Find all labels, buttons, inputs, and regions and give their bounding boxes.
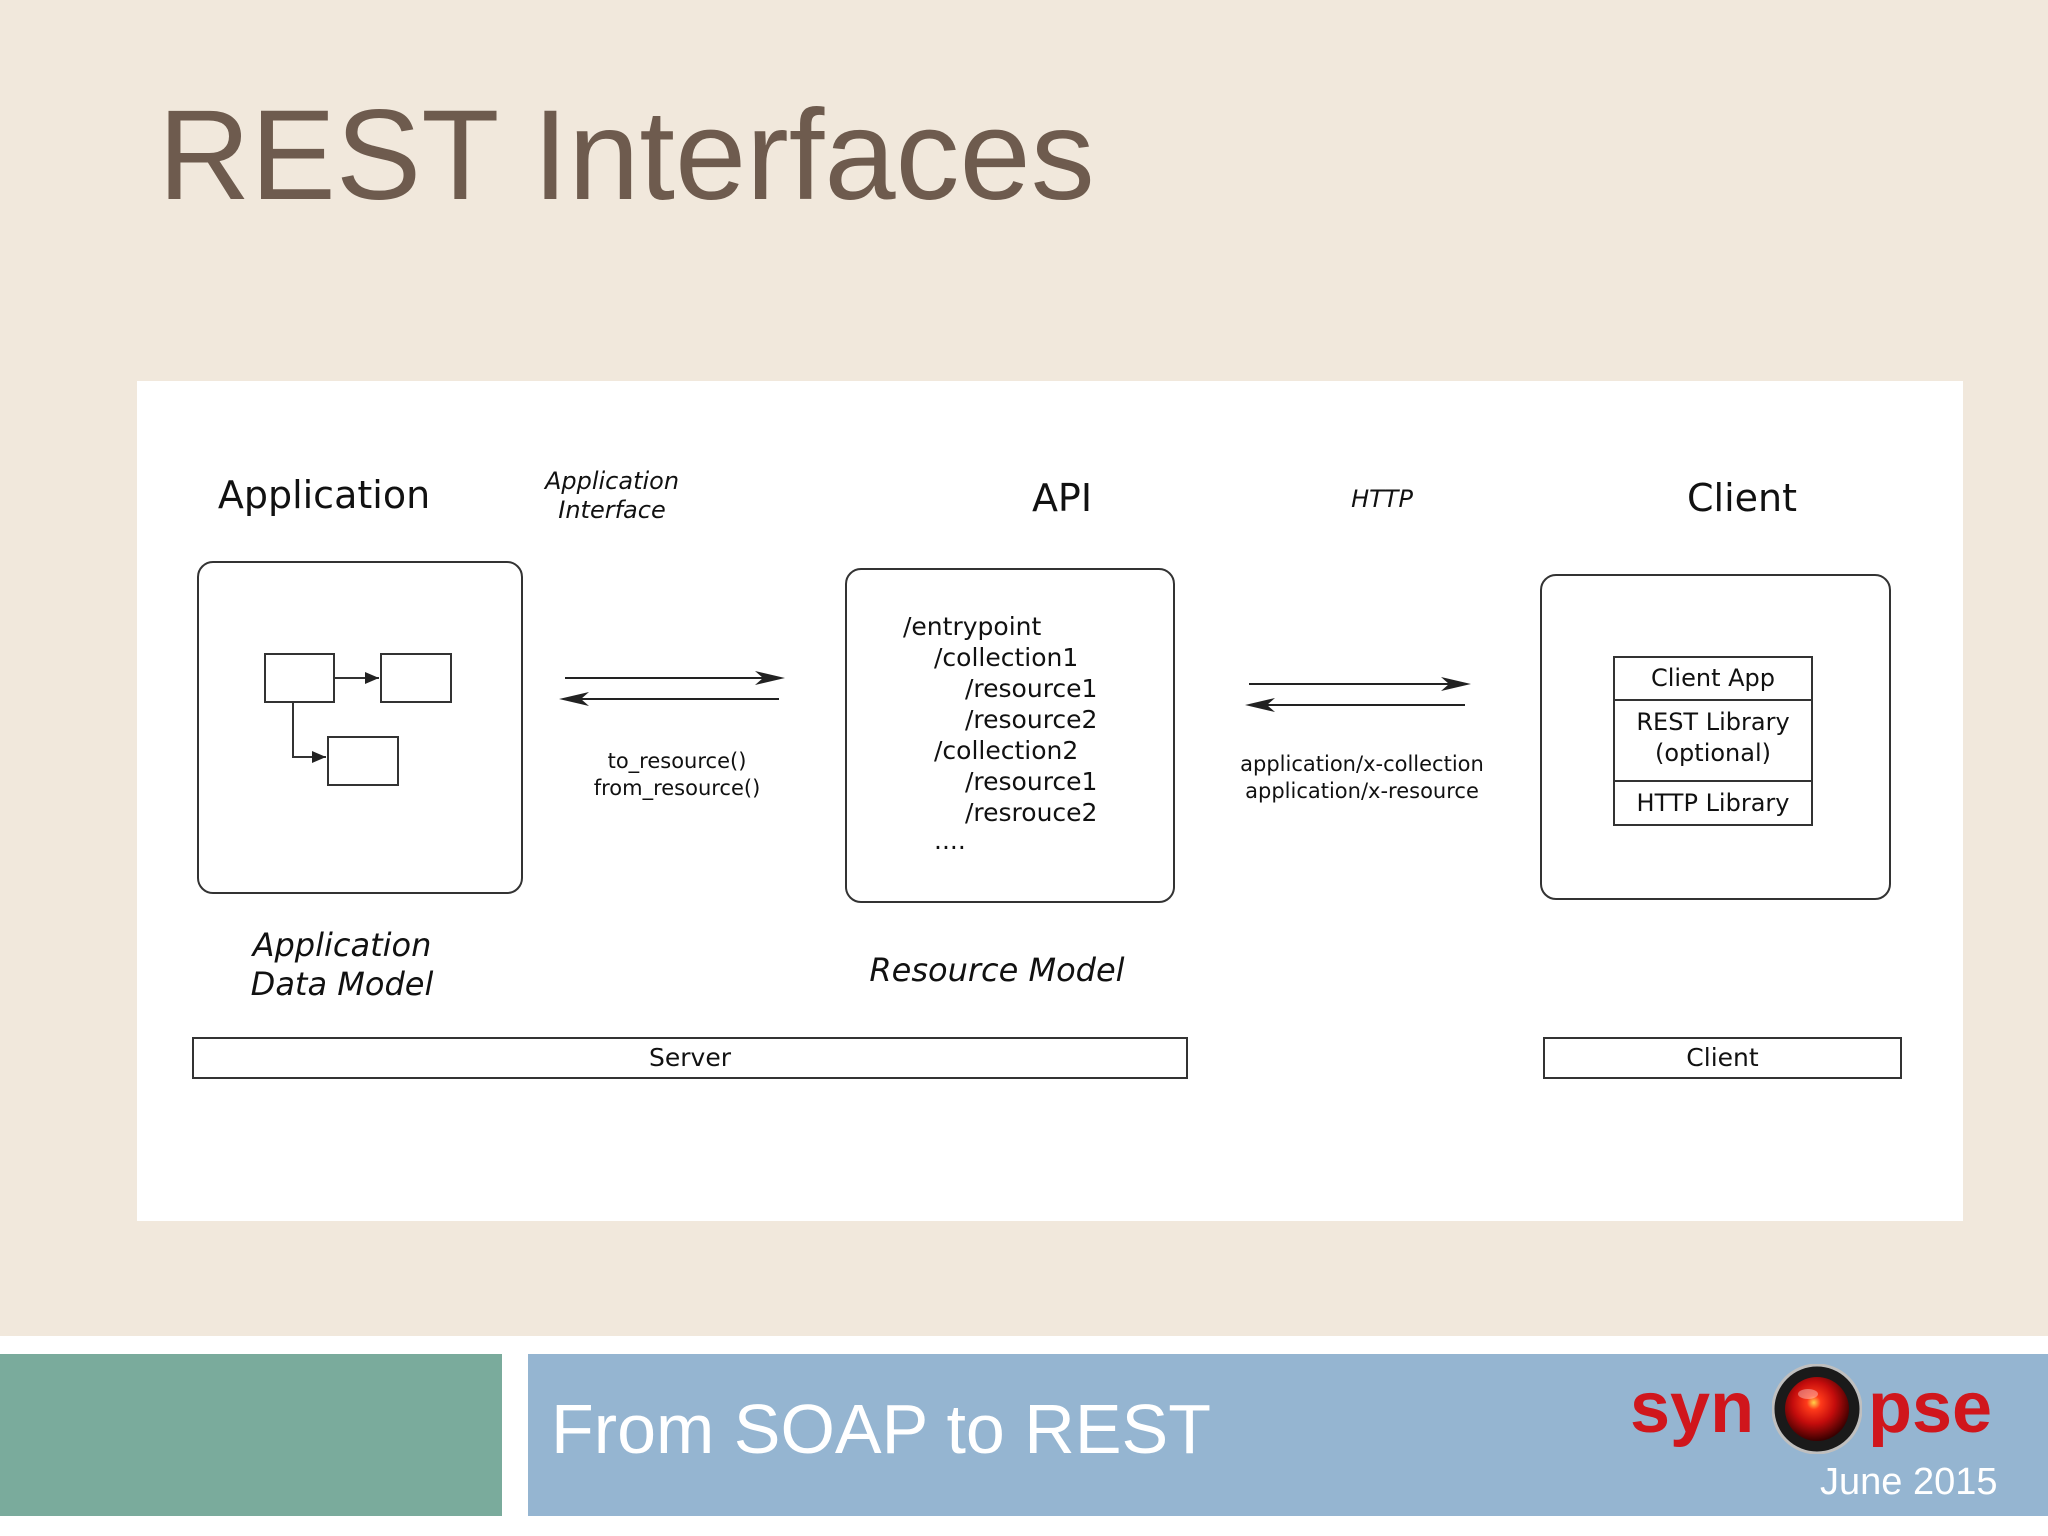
collection-media-type: application/x-collection — [1240, 752, 1484, 776]
http-label: HTTP — [1351, 485, 1413, 513]
client-app-label: Client App — [1651, 664, 1775, 692]
footer-gap — [502, 1354, 528, 1516]
api-path-resrouce2: /resrouce2 — [965, 798, 1098, 827]
app-model-line1: Application — [252, 926, 432, 964]
api-path-ellipsis: .... — [934, 826, 966, 855]
client-stack: Client App REST Library (optional) HTTP … — [1613, 656, 1813, 826]
application-interface-line2: Interface — [558, 496, 666, 525]
resource-conversion-label: to_resource() from_resource() — [547, 748, 807, 803]
client-box: Client App REST Library (optional) HTTP … — [1540, 574, 1891, 900]
rest-library-label: REST Library — [1636, 708, 1790, 736]
client-bar-label: Client — [1686, 1043, 1759, 1072]
api-box: /entrypoint /collection1 /resource1 /res… — [845, 568, 1175, 903]
footer-green-block — [0, 1354, 502, 1516]
presentation-title: From SOAP to REST — [551, 1390, 1211, 1468]
http-library-label: HTTP Library — [1636, 789, 1790, 817]
from-resource-label: from_resource() — [593, 776, 761, 801]
app-model-line2: Data Model — [250, 965, 434, 1004]
to-resource-label: to_resource() — [607, 749, 747, 773]
logo-text-left: syn — [1630, 1368, 1755, 1448]
rest-library-layer: REST Library (optional) — [1615, 701, 1811, 782]
api-path-resource1: /resource1 — [965, 674, 1098, 703]
application-header: Application — [217, 473, 431, 517]
hal-eye-icon — [1772, 1364, 1862, 1454]
footer-bottom-edge — [0, 1516, 2048, 1536]
api-path-collection2: /collection2 — [934, 736, 1079, 765]
resource-model-caption: Resource Model — [869, 951, 1125, 989]
footer-divider — [0, 1336, 2048, 1354]
http-library-layer: HTTP Library — [1615, 782, 1811, 826]
slide-title: REST Interfaces — [158, 84, 1095, 227]
api-client-arrows — [1245, 677, 1471, 712]
server-bar-label: Server — [649, 1043, 731, 1072]
media-type-label: application/x-collection application/x-r… — [1222, 751, 1502, 806]
application-interface-line1: Application — [544, 467, 680, 495]
application-api-arrows — [559, 671, 785, 706]
server-bar: Server — [192, 1037, 1188, 1079]
client-app-layer: Client App — [1615, 658, 1811, 701]
api-header: API — [1031, 476, 1093, 520]
api-path-collection1: /collection1 — [934, 643, 1079, 672]
application-interface-label: Application Interface — [537, 467, 687, 526]
presentation-date: June 2015 — [1820, 1461, 1998, 1503]
application-data-model-caption: Application Data Model — [217, 926, 467, 1004]
api-path-resource2: /resource2 — [965, 705, 1098, 734]
client-header: Client — [1686, 476, 1797, 520]
api-path-entrypoint: /entrypoint — [903, 612, 1042, 641]
rest-architecture-diagram: Application Application Interface API HT… — [137, 381, 1963, 1221]
client-bar: Client — [1543, 1037, 1902, 1079]
rest-library-optional: (optional) — [1655, 739, 1771, 768]
application-box — [197, 561, 523, 894]
logo-text-right: pse — [1868, 1368, 1993, 1448]
resource-media-type: application/x-resource — [1245, 779, 1479, 804]
api-path-resource1-b: /resource1 — [965, 767, 1098, 796]
data-model-icon — [264, 653, 452, 786]
